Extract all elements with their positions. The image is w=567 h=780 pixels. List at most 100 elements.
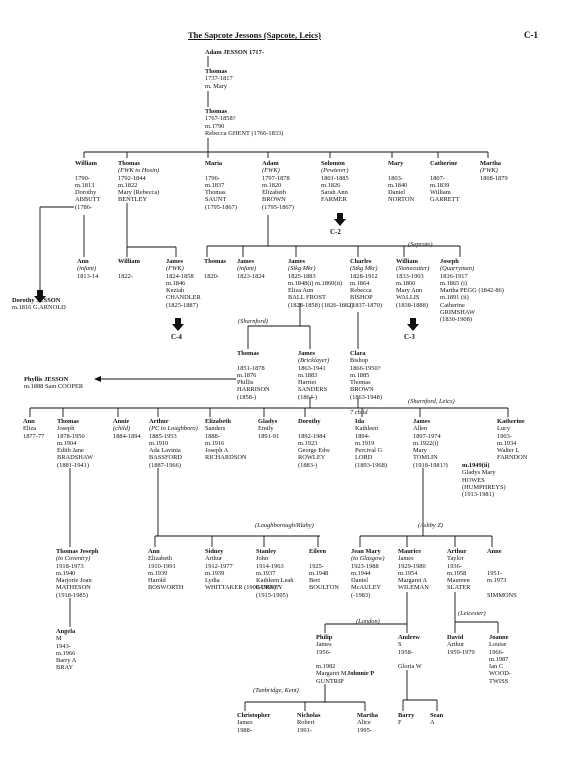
arrow-c4	[172, 318, 184, 331]
person-name: Clara	[350, 350, 366, 357]
person-detail: m.1937	[256, 569, 276, 577]
person-detail: (FWK to Hosin)	[118, 167, 160, 175]
person-detail: (1837-1870)	[350, 301, 382, 309]
person-detail: Eliza Ann	[288, 287, 314, 295]
person-detail: Daniel	[388, 189, 406, 197]
person-detail: 1951-	[487, 569, 502, 577]
person-detail: (Bricklayer)	[298, 357, 330, 365]
person-detail: Thomas	[350, 379, 371, 387]
person-name: Philip	[316, 634, 333, 641]
person-annie1884: Annie(child)1884-1894	[113, 418, 141, 440]
place-label-ashby: (Ashby Z)	[418, 522, 444, 529]
person-detail: NORTON	[388, 196, 415, 204]
person-detail: (1828-1858) (1826-1882)	[288, 301, 354, 309]
person-detail: m.1826	[321, 181, 341, 189]
person-detail: GARRETT	[430, 196, 460, 204]
person-detail: (Quarryman)	[440, 265, 475, 273]
person-detail: (FWK)	[166, 265, 184, 273]
person-detail	[430, 167, 459, 174]
person-detail: 1796-	[205, 174, 220, 182]
person-name: Charles	[350, 258, 372, 265]
person-name: David	[447, 634, 464, 641]
person-name: Sean	[430, 712, 444, 719]
person-detail: Phillis	[237, 379, 254, 387]
person-detail: TOMLIN	[413, 454, 438, 462]
person-detail	[487, 563, 517, 570]
person-name: William	[118, 258, 140, 265]
person-detail: James	[398, 555, 414, 563]
person-detail: m.1940	[56, 569, 76, 577]
person-name: William	[396, 258, 418, 265]
person-detail: 1820-	[204, 272, 219, 280]
person-detail: Harriet	[298, 379, 317, 387]
person-detail: m.1790	[205, 122, 225, 130]
person-detail: (-1983)	[351, 591, 371, 599]
person-name: m.1949(ii)	[462, 462, 490, 469]
person-detail: m.1919	[355, 439, 375, 447]
person-william1822: William 1822-	[118, 258, 140, 280]
person-detail: m.1954	[398, 569, 418, 577]
person-detail: Margaret A	[398, 577, 428, 585]
person-detail: ABBUTT	[75, 196, 101, 204]
person-detail	[309, 555, 339, 562]
person-name: Martha	[480, 160, 501, 167]
person-detail: 1792-1844	[118, 174, 146, 182]
person-name: Stanley	[256, 548, 277, 555]
person-detail: m.1865 (i)	[440, 279, 467, 287]
person-detail: m.1864	[350, 279, 370, 287]
person-detail: 1878-1950	[57, 432, 85, 440]
person-detail: Bishop	[350, 357, 369, 365]
person-detail: (Stkg Mkr)	[288, 265, 316, 273]
person-detail: 1884-1894	[113, 432, 141, 440]
person-detail: 1803-	[388, 174, 403, 182]
person-detail: BOULTON	[309, 584, 339, 592]
person-detail: Emily	[258, 425, 274, 433]
person-detail: Gloria W	[398, 663, 422, 671]
person-detail: m.1966	[56, 649, 76, 657]
person-detail: BASSFORD	[149, 454, 183, 462]
person-detail: Elizabeth	[148, 555, 173, 563]
person-detail: m.1958	[447, 569, 467, 577]
person-name: Elizabeth	[205, 418, 231, 425]
person-name: Sidney	[205, 548, 224, 555]
person-detail: 1836-1917	[440, 272, 468, 280]
person-detail: RICHARDSON	[205, 454, 247, 462]
person-detail: 1956-	[316, 648, 331, 656]
person-name: Thomas	[204, 258, 227, 265]
person-detail: (1893-1968)	[355, 461, 387, 469]
person-detail: WALLIS	[396, 294, 420, 302]
person-detail: MATHESON	[56, 584, 91, 592]
person-name: Ann	[148, 548, 160, 555]
person-detail: HARRISON	[237, 386, 270, 394]
person-detail: Walter L	[497, 447, 520, 455]
person-detail: m.1891 (ii)	[440, 294, 469, 302]
arrow-dorothy	[34, 290, 46, 303]
person-detail: Maureen	[447, 577, 470, 585]
person-detail: Joseph A	[205, 447, 229, 455]
person-name: William	[75, 160, 97, 167]
person-detail	[487, 555, 517, 562]
person-detail: m.1846	[166, 279, 186, 287]
person-detail: Bert	[309, 577, 321, 585]
person-detail: James	[237, 719, 253, 727]
person-name: Martha	[357, 712, 378, 719]
person-detail: m.1820	[262, 181, 282, 189]
